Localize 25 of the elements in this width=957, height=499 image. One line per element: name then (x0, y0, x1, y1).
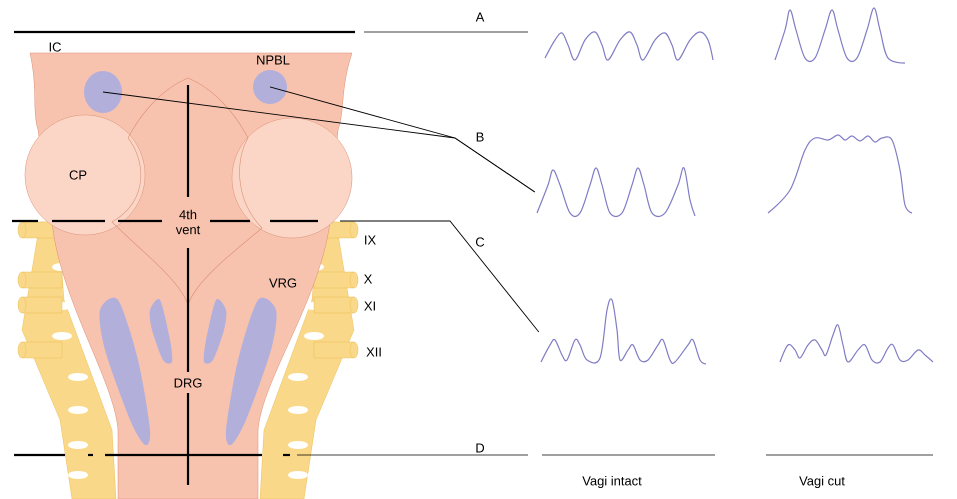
label: XI (364, 302, 375, 310)
label: Vagi cut (799, 476, 845, 488)
nucleus (84, 71, 122, 113)
label: IX (365, 236, 376, 244)
label: D (476, 444, 484, 452)
label: 4th vent (176, 210, 200, 234)
label: A (476, 12, 484, 22)
waveform (540, 298, 706, 365)
leader-line (340, 220, 540, 332)
waveform (768, 134, 912, 214)
nucleus (253, 70, 287, 104)
label: B (476, 132, 484, 142)
label: VRG (269, 278, 296, 288)
label: X (364, 274, 372, 284)
leader-line (270, 86, 536, 192)
label: IC (50, 42, 61, 52)
label: Vagi intact (582, 476, 642, 488)
label: XII (366, 348, 381, 356)
waveform (779, 324, 934, 364)
waveform (544, 31, 714, 61)
waveform (536, 167, 696, 218)
label: C (476, 237, 484, 247)
label: DRG (174, 378, 202, 388)
waveform (774, 7, 906, 64)
label: CP (70, 170, 86, 180)
